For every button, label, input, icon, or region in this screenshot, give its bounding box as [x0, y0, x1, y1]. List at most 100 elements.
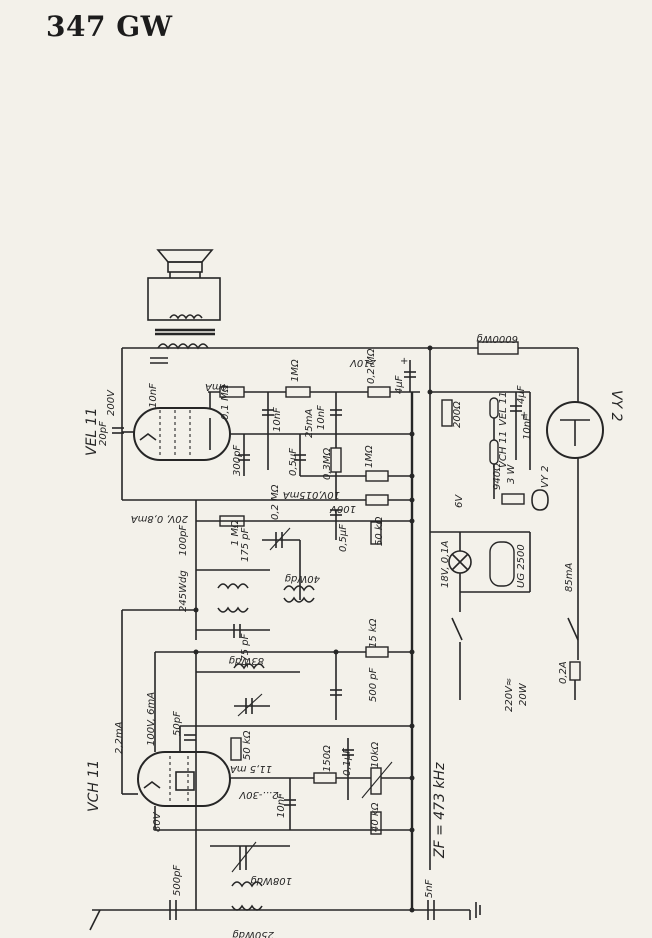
- tube-vel11: [133, 407, 231, 461]
- label-200v: 200V: [106, 389, 117, 416]
- label-20pf: 20pF: [98, 421, 109, 446]
- resistor-6000wg: [477, 341, 519, 355]
- resistor-940ohm: [501, 493, 525, 505]
- capacitor-top: [150, 357, 168, 364]
- label-01mohm: 0,1 MΩ: [220, 384, 231, 420]
- label-300pf: 300pF: [232, 445, 243, 476]
- label-vy2-b: VY 2: [540, 466, 551, 489]
- label-40wdg: 40Wdg: [285, 573, 320, 584]
- label-02mohm-b: 0,2 MΩ: [270, 484, 281, 520]
- label-50kohm-a: 50 kΩ: [374, 516, 385, 546]
- heater-vch11: [489, 439, 499, 465]
- label-vy2: VY 2: [608, 390, 624, 422]
- label-05uf-a: 0,5μF: [288, 448, 299, 476]
- resistor-01m: [219, 386, 245, 398]
- resistor-200ohm: [441, 399, 453, 427]
- label-1mohm-c: 1 MΩ: [230, 520, 241, 546]
- label-100v6ma: 100V, 6mA: [146, 692, 157, 746]
- label-ug2500: UG 2500: [516, 544, 527, 588]
- label-250wdg: 250Wdg: [232, 929, 274, 938]
- label-175pf-b: 175 pF: [240, 633, 251, 668]
- label-10v015ma: 10V,015mA: [283, 489, 340, 500]
- label-03mohm: 0,3MΩ: [322, 447, 333, 480]
- heater-vel11: [489, 397, 499, 419]
- resistor-02m-a: [367, 386, 391, 398]
- label-vch11-b: VCH 11: [498, 431, 509, 468]
- label-10nf-d: 10nF: [522, 415, 533, 440]
- label-zf: ZF = 473 kHz: [432, 762, 448, 859]
- label-940ohm: 940Ω: [492, 463, 503, 490]
- label-108wdg: 108Wdg: [250, 875, 292, 886]
- resistor-1m-a: [285, 386, 311, 398]
- label-6000wg: 6000Wg: [476, 333, 518, 344]
- label-18v01a: 18V, 0,1A: [440, 540, 451, 588]
- label-02a: 0,2A: [558, 661, 569, 684]
- loudspeaker: [147, 249, 221, 321]
- label-15kohm: 15 kΩ: [368, 618, 379, 648]
- label-10nf-a: 10nF: [148, 383, 159, 408]
- label-4uf-a: 4μF: [394, 375, 405, 394]
- label-100pf-a: 100pF: [178, 525, 189, 556]
- ug2500: [489, 541, 515, 587]
- label-01uf: 0,1μF: [342, 748, 353, 776]
- label-150ohm: 150Ω: [322, 745, 333, 772]
- label-50kohm-b: 50 kΩ: [242, 730, 253, 760]
- label-05uf-b: 0,5μF: [338, 524, 349, 552]
- label-5nf: 5nF: [424, 879, 435, 898]
- label-500pf-a: 500 pF: [368, 667, 379, 702]
- label-1mohm-a: 1MΩ: [290, 359, 301, 382]
- label-plus-a: +: [400, 356, 408, 367]
- resistor-40k: [370, 811, 382, 835]
- label-10nf-c: 10nF: [316, 405, 327, 430]
- label-245wdg: 245Wdg: [178, 570, 189, 612]
- label-4uf-b: 4μF: [516, 385, 527, 404]
- resistor-15k: [365, 646, 389, 658]
- label-plus-b: +: [520, 410, 528, 421]
- label-100v-a: 100V: [329, 503, 356, 514]
- label-200ohm: 200Ω: [452, 401, 463, 428]
- label-10nf-e: 10nF: [276, 793, 287, 818]
- label-22ma: 2,2mA: [114, 721, 125, 754]
- tube-vy2: [546, 401, 604, 459]
- label-10kohm: 10kΩ: [370, 741, 381, 768]
- resistor-1m-b: [365, 470, 389, 482]
- label-50pf: 50pF: [172, 711, 183, 736]
- label-20w: 20W: [518, 682, 529, 706]
- page-title: 347 GW: [46, 10, 173, 43]
- label-vch11: VCH 11: [86, 760, 102, 812]
- label-20v08ma: 20V, 0,8mA: [131, 513, 188, 524]
- coil-108wdg: [231, 881, 263, 888]
- fuse-02a: [569, 661, 581, 681]
- resistor-50k-a: [370, 521, 382, 545]
- label-210v: 210V: [349, 357, 376, 368]
- label-vel11: VEL 11: [84, 408, 100, 457]
- label-1mohm-b: 1MΩ: [364, 445, 375, 468]
- label-115ma: 11,5 mA: [230, 763, 272, 774]
- label-6v: 6V: [454, 494, 465, 508]
- coil-83wdg: [233, 663, 265, 670]
- label-500pf-b: 500pF: [172, 865, 183, 896]
- tube-vch11: [137, 751, 231, 807]
- label-85ma: 85mA: [564, 563, 575, 592]
- resistor-03m: [330, 447, 342, 473]
- resistor-100v: [365, 494, 389, 506]
- resistor-150ohm: [313, 772, 337, 784]
- label-vel11-b: VEL 11: [498, 391, 509, 426]
- label-40kohm: 40 kΩ: [370, 802, 381, 832]
- label-175pf-a: 175 pF: [240, 527, 251, 562]
- label-25ma: 25mA: [304, 409, 315, 438]
- label-10nf-b: 10nF: [272, 407, 283, 432]
- label-220v: 220V≈: [504, 678, 515, 712]
- label-4ma: 4mA: [205, 381, 228, 392]
- label-80v: 80V: [152, 811, 163, 832]
- label-n230v: -2...-30V: [238, 789, 282, 800]
- coil-245wdg: [217, 583, 249, 613]
- output-transformer: [155, 328, 215, 350]
- resistor-50k-b: [230, 737, 242, 761]
- label-83wdg: 83Wdg: [229, 655, 264, 666]
- label-3w: 3 W: [506, 463, 517, 484]
- label-02mohm-a: 0,2 MΩ: [366, 348, 377, 384]
- coil-40wdg: [283, 585, 315, 603]
